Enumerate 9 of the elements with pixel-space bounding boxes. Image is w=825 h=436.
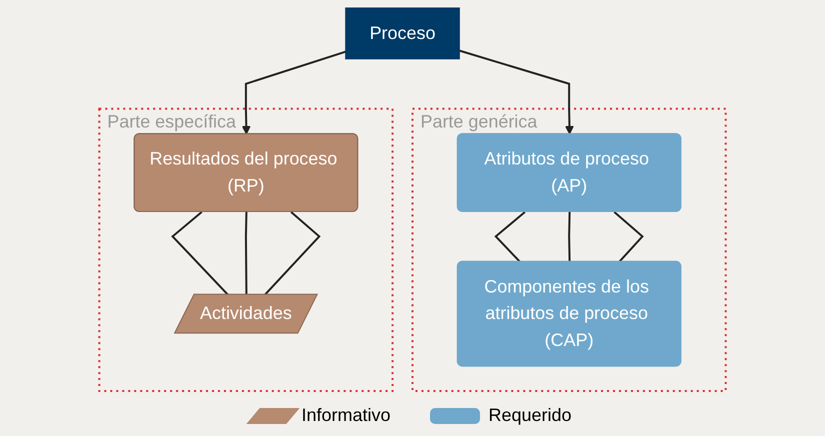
legend-label: Informativo xyxy=(301,405,390,426)
connector xyxy=(171,211,229,296)
connector xyxy=(568,212,571,262)
node-box: Proceso xyxy=(345,7,460,60)
arrow xyxy=(242,50,346,135)
connector xyxy=(244,212,248,295)
connector xyxy=(264,211,321,296)
legend-label: Requerido xyxy=(488,405,572,426)
arrow xyxy=(459,50,574,135)
